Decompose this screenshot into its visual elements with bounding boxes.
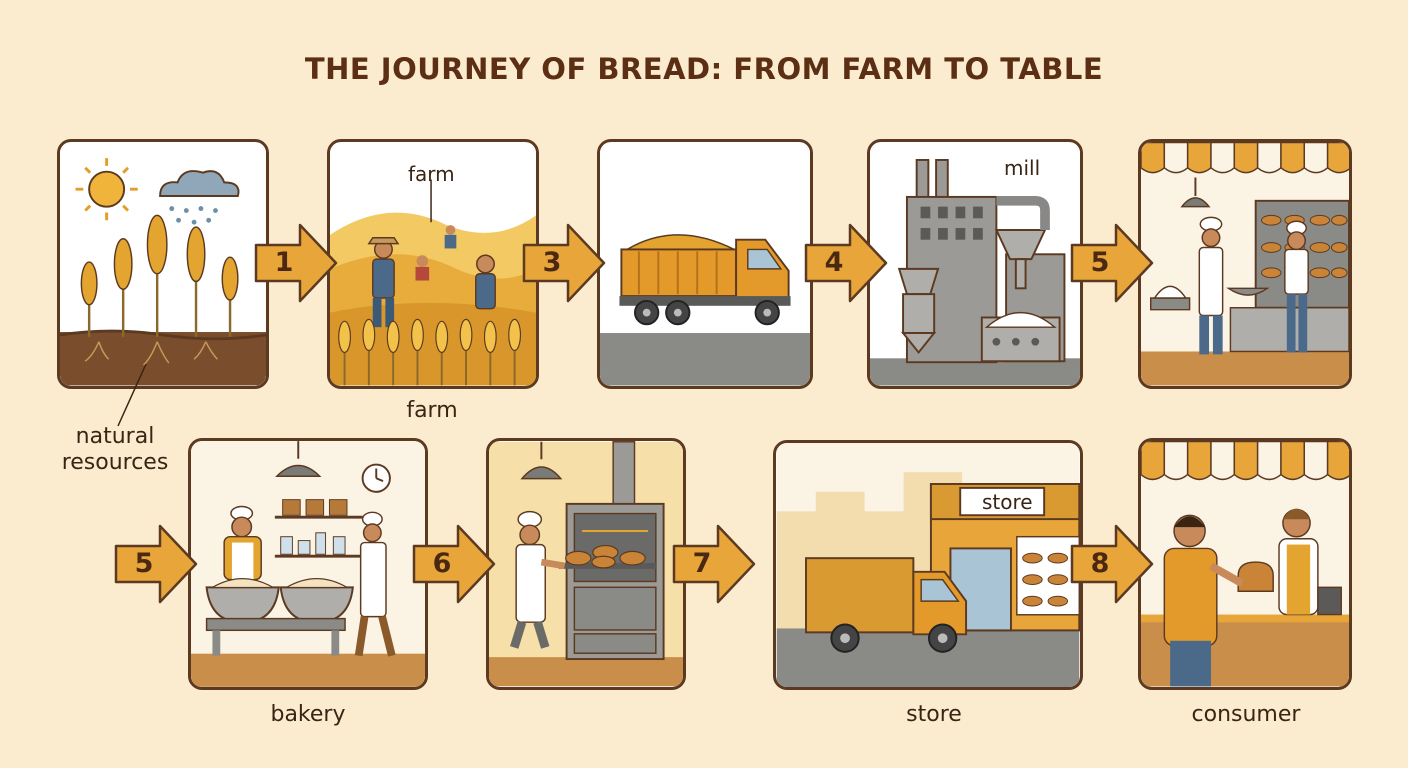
mill-illustration bbox=[870, 142, 1080, 386]
step-number: 4 bbox=[824, 247, 844, 278]
delivery-truck-icon bbox=[805, 557, 968, 653]
store-sign: store bbox=[982, 490, 1033, 514]
baker-figure bbox=[1198, 216, 1224, 355]
step-number: 8 bbox=[1090, 548, 1110, 579]
store-illustration bbox=[776, 443, 1080, 687]
step-arrow-7: 7 bbox=[672, 522, 756, 606]
shopkeeper-figure bbox=[1278, 508, 1319, 616]
farmer-figure bbox=[367, 237, 400, 328]
step-number: 5 bbox=[1090, 247, 1110, 278]
step-number: 3 bbox=[542, 247, 562, 278]
clock-icon bbox=[361, 463, 391, 493]
panel-farm: farm bbox=[327, 139, 539, 389]
step-arrow-6: 6 bbox=[412, 522, 496, 606]
baker-figure bbox=[354, 511, 396, 657]
consumer-illustration bbox=[1141, 441, 1349, 687]
oven-icon bbox=[565, 502, 665, 661]
natural-resources-illustration bbox=[60, 142, 266, 386]
panel-consumer bbox=[1138, 438, 1352, 690]
arrow-icon bbox=[1070, 223, 1154, 303]
step-arrow-4: 4 bbox=[804, 221, 888, 305]
farmer-figure bbox=[475, 254, 496, 310]
bread-loaf-icon bbox=[1237, 561, 1274, 592]
truck-icon bbox=[619, 234, 791, 326]
step-arrow-3: 3 bbox=[522, 221, 606, 305]
bakery-shop-illustration bbox=[1141, 142, 1349, 386]
arrow-icon bbox=[522, 223, 606, 303]
step-arrow-5a: 5 bbox=[1070, 221, 1154, 305]
page-title: THE JOURNEY OF BREAD: FROM FARM TO TABLE bbox=[304, 52, 1104, 86]
natural-resources-pointer bbox=[117, 363, 147, 427]
bakery-kneading-illustration bbox=[191, 441, 425, 687]
oven-illustration bbox=[489, 441, 683, 687]
consumer-label: consumer bbox=[1191, 702, 1301, 727]
ingredient-shelf bbox=[274, 499, 363, 558]
farm-bottom-label: farm bbox=[406, 398, 458, 423]
farm-top-label: farm bbox=[408, 162, 455, 186]
natural-resources-label: natural resources bbox=[40, 424, 190, 476]
panel-store: store bbox=[773, 440, 1083, 690]
mixing-bowls bbox=[205, 578, 354, 656]
cash-register-icon bbox=[1317, 586, 1342, 616]
panel-oven bbox=[486, 438, 686, 690]
step-arrow-8: 8 bbox=[1070, 522, 1154, 606]
panel-bakery-shop bbox=[1138, 139, 1352, 389]
arrow-icon bbox=[412, 524, 496, 604]
step-number: 7 bbox=[692, 548, 712, 579]
bakery-label: bakery bbox=[270, 702, 346, 727]
awning bbox=[1141, 142, 1349, 178]
natural-resources-line-2: resources bbox=[61, 450, 169, 475]
baker-figure bbox=[510, 510, 566, 649]
arrow-icon bbox=[114, 524, 198, 604]
arrow-icon bbox=[672, 524, 756, 604]
step-arrow-5b: 5 bbox=[114, 522, 198, 606]
awning bbox=[1141, 441, 1349, 481]
step-arrow-1: 1 bbox=[254, 221, 338, 305]
panel-bakery-kneading bbox=[188, 438, 428, 690]
arrow-icon bbox=[804, 223, 888, 303]
arrow-icon bbox=[1070, 524, 1154, 604]
grain-truck-illustration bbox=[600, 142, 810, 386]
panel-natural-resources bbox=[57, 139, 269, 389]
step-number: 5 bbox=[134, 548, 154, 579]
step-number: 6 bbox=[432, 548, 452, 579]
natural-resources-line-1: natural bbox=[75, 424, 155, 449]
consumer-figure bbox=[1163, 514, 1244, 687]
mill-label: mill bbox=[1004, 156, 1041, 180]
step-number: 1 bbox=[274, 247, 294, 278]
baker-figure bbox=[223, 505, 262, 582]
farm-illustration bbox=[330, 142, 536, 386]
rain-cloud-icon bbox=[159, 170, 240, 225]
arrow-icon bbox=[254, 223, 338, 303]
panel-grain-truck bbox=[597, 139, 813, 389]
panel-mill: mill bbox=[867, 139, 1083, 389]
sun-icon bbox=[75, 158, 138, 221]
store-label: store bbox=[906, 702, 962, 727]
baker-figure bbox=[1284, 220, 1309, 353]
